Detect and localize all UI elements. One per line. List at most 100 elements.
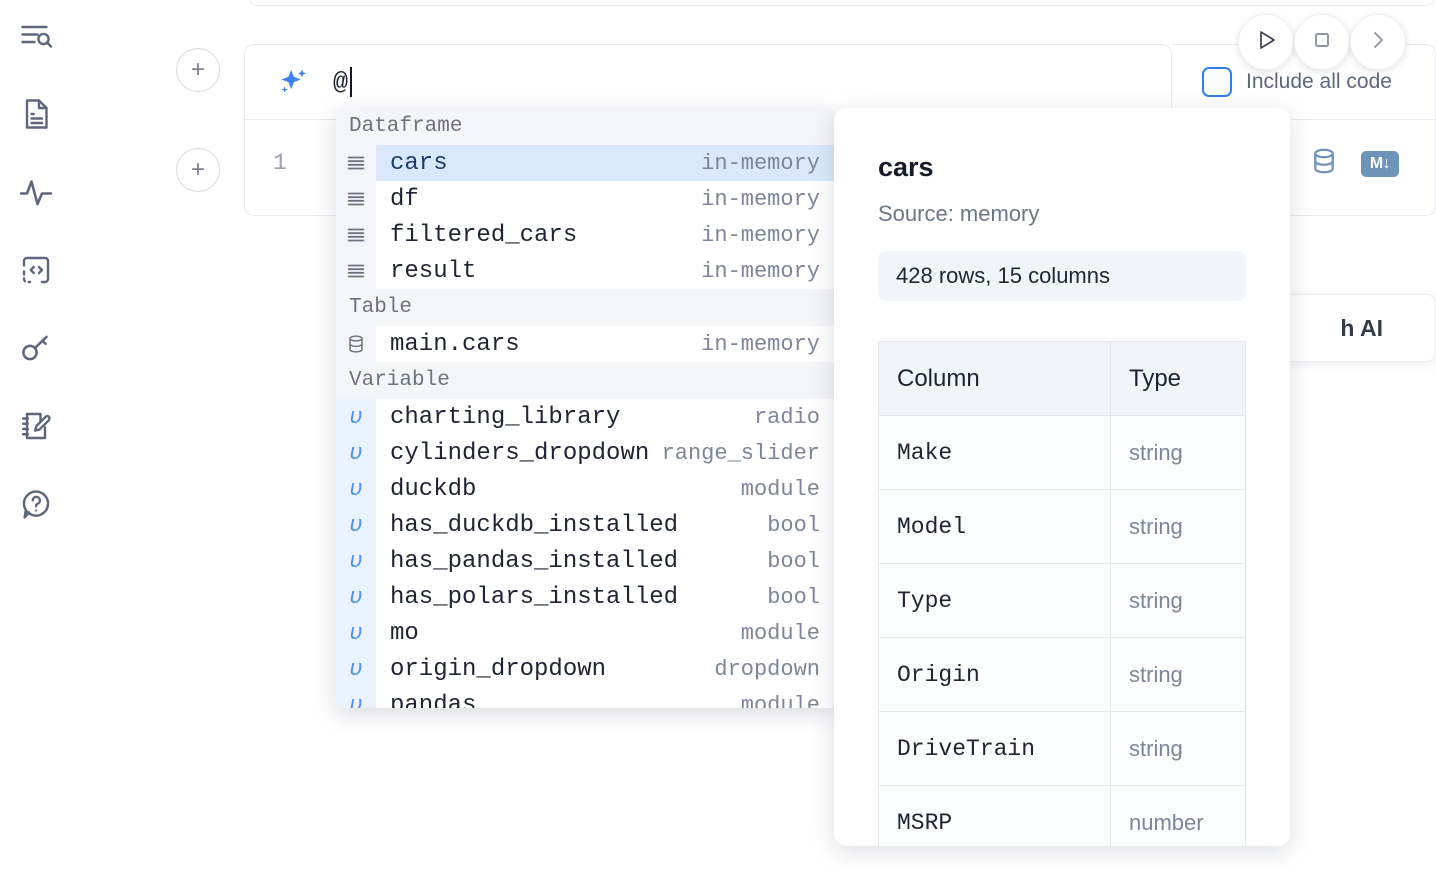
schema-column-name: Type [878,563,1111,638]
ai-prompt-cell[interactable]: @ [244,44,1172,120]
autocomplete-item-meta: bool [767,548,820,574]
schema-column-type: string [1110,563,1246,638]
autocomplete-item-body: pandas module [376,687,834,709]
key-icon [18,330,54,366]
sidebar-rail [0,0,72,874]
include-all-code-toggle[interactable]: Include all code [1202,67,1392,97]
chevron-right-icon [1366,28,1390,57]
stop-cell-button[interactable] [1294,14,1350,70]
autocomplete-item-meta: in-memory [701,186,820,212]
run-cell-button[interactable] [1238,14,1294,70]
column-header-column: Column [878,341,1111,416]
dataframe-icon [336,253,376,289]
completion-documentation-panel: cars Source: memory 428 rows, 15 columns… [834,108,1290,846]
outline-search-icon [18,18,54,54]
sidebar-item-outline-search[interactable] [16,16,56,56]
autocomplete-item-meta: module [740,620,820,646]
sparkles-icon [277,65,311,99]
autocomplete-item-label: main.cars [390,330,520,358]
sidebar-item-snippets[interactable] [16,250,56,290]
autocomplete-item-label: filtered_cars [390,221,578,249]
previous-cell[interactable] [248,0,1436,6]
autocomplete-item-meta: in-memory [701,222,820,248]
ai-prompt-input[interactable]: @ [311,45,1171,119]
autocomplete-item-meta: dropdown [714,656,820,682]
table-icon [336,326,376,362]
dataframe-icon [336,181,376,217]
autocomplete-item-meta: in-memory [701,258,820,284]
variable-icon: υ [336,399,376,435]
autocomplete-item-meta: module [740,692,820,709]
square-icon [1310,28,1334,57]
schema-column-name: Origin [878,637,1111,712]
schema-column-type: string [1110,489,1246,564]
database-icon[interactable] [1309,146,1339,181]
autocomplete-item-label: mo [390,619,419,647]
autocomplete-item-label: has_polars_installed [390,583,679,611]
variable-icon: υ [336,471,376,507]
schema-column-type: string [1110,637,1246,712]
sidebar-item-scratchpad[interactable] [16,406,56,446]
variable-icon: υ [336,579,376,615]
add-cell-button-bottom[interactable]: + [176,148,220,192]
schema-column-name: DriveTrain [878,711,1111,786]
autocomplete-item-label: has_pandas_installed [390,547,679,575]
generate-with-ai-label: h AI [1340,314,1383,341]
dataframe-icon [336,145,376,181]
sidebar-item-activity[interactable] [16,172,56,212]
schema-column-type: string [1110,415,1246,490]
autocomplete-item-label: df [390,185,419,213]
cell-toolbar: M↓ [1309,146,1399,181]
file-text-icon [18,96,54,132]
more-actions-button[interactable] [1350,14,1406,70]
autocomplete-item-meta: range_slider [661,440,820,466]
sidebar-item-secrets[interactable] [16,328,56,368]
doc-title: cars [878,152,934,182]
plus-icon: + [190,56,205,83]
variable-icon: υ [336,615,376,651]
add-cell-button-top[interactable]: + [176,48,220,92]
autocomplete-item-label: charting_library [390,403,621,431]
autocomplete-item[interactable]: filtered_cars in-memory [336,217,834,253]
checkbox-icon[interactable] [1202,67,1232,97]
autocomplete-item-label: origin_dropdown [390,655,607,683]
autocomplete-item[interactable]: υ has_polars_installed bool [336,579,834,615]
autocomplete-item-label: pandas [390,691,477,709]
line-number: 1 [273,150,287,176]
markdown-icon[interactable]: M↓ [1361,150,1399,177]
sidebar-item-help[interactable] [16,484,56,524]
variable-icon: υ [336,687,376,708]
autocomplete-item-body: mo module [376,615,834,651]
schema-column-type: string [1110,711,1246,786]
sidebar-item-file[interactable] [16,94,56,134]
include-all-code-label: Include all code [1246,70,1392,93]
autocomplete-item-body: filtered_cars in-memory [376,217,834,253]
autocomplete-item[interactable]: df in-memory [336,181,834,217]
autocomplete-item-meta: bool [767,584,820,610]
